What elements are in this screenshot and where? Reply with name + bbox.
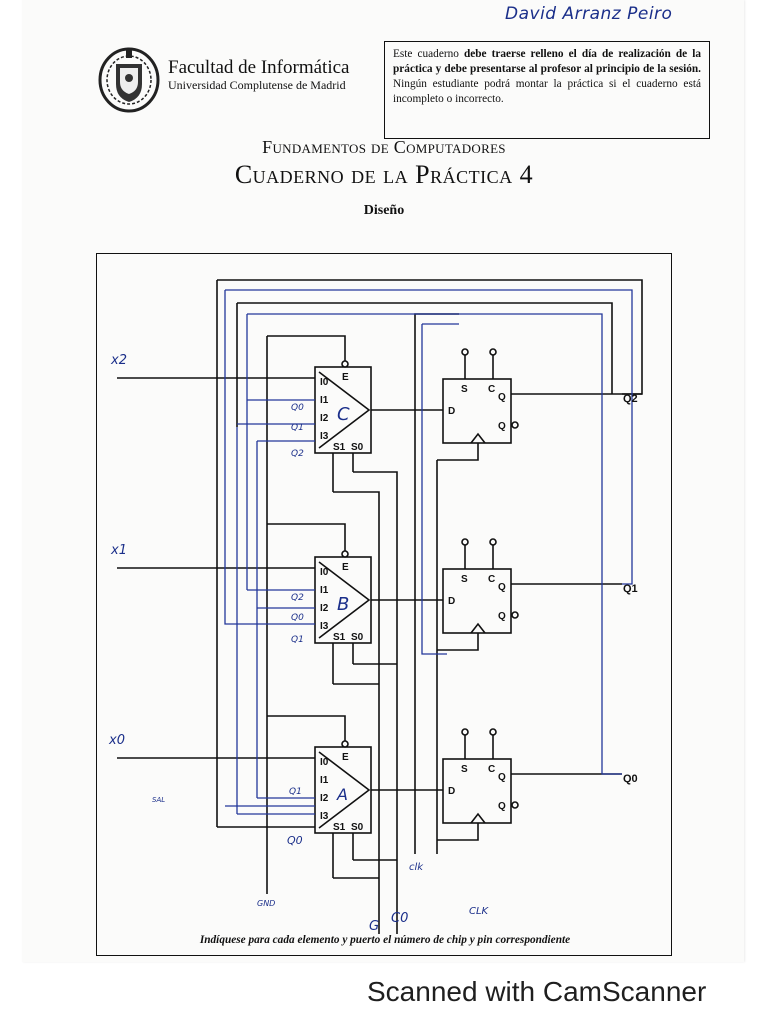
handwritten-clk-label: clk [409,862,424,873]
section-title: Diseño [363,203,405,218]
faculty-name: Facultad de Informática [168,57,350,78]
ff1-pin-q: Q [498,582,506,593]
page-title: Cuaderno de la Práctica 4 [234,160,534,189]
ff0-pin-d: D [448,786,455,797]
notice-box: Este cuaderno debe traerse relleno el dí… [384,41,710,139]
output-q2-label: Q2 [623,393,638,405]
mux-c-pin-e: E [342,372,349,383]
handwritten-clk-bottom-label: CLK [469,906,490,917]
handwritten-g-label: G [369,919,379,934]
handwritten-x2-input: x2 [110,353,127,368]
document-sheet [22,0,744,962]
mux-b-name: B [337,594,349,615]
handwritten-c0-label: C0 [391,911,408,926]
mux-c-name: C [337,404,350,425]
camscanner-watermark: Scanned with CamScanner [367,976,707,1007]
university-seal-logo [98,47,160,113]
handwritten-bot-q1: Q1 [289,787,302,797]
diagram-caption: Indíquese para cada elemento y puerto el… [199,934,571,946]
output-q0-label: Q0 [623,773,638,785]
mux-b-pin-s0: S0 [351,632,364,643]
ff0-pin-s: S [461,764,468,775]
mux-c-pin-s1: S1 [333,442,346,453]
university-name: Universidad Complutense de Madrid [168,78,346,92]
mux-a-pin-s1: S1 [333,822,346,833]
handwritten-top-q1: Q1 [291,423,304,433]
handwritten-sal-note: SAL [152,796,165,804]
mux-a-pin-i2: I2 [320,793,329,804]
ff1-pin-d: D [448,596,455,607]
mux-c-pin-i3: I3 [320,431,329,442]
notice-bold-text: debe traerse relleno el día de realizaci… [393,48,702,75]
handwritten-author-name: David Arranz Peiro [505,4,673,24]
mux-c-pin-i0: I0 [320,377,329,388]
handwritten-mid-q1: Q1 [291,635,304,645]
mux-b-pin-i3: I3 [320,621,329,632]
handwritten-x0-input: x0 [108,733,125,748]
handwritten-bot-q0: Q0 [287,834,303,847]
mux-a-pin-s0: S0 [351,822,364,833]
ff2-pin-s: S [461,384,468,395]
handwritten-top-q0: Q0 [291,403,304,413]
output-q1-label: Q1 [623,583,638,595]
handwritten-x1-input: x1 [110,543,127,558]
ff1-pin-qn: Q [498,611,506,622]
course-name: Fundamentos de Computadores [262,137,506,157]
mux-b-pin-i1: I1 [320,585,329,596]
mux-a-pin-i3: I3 [320,811,329,822]
mux-a-pin-i0: I0 [320,757,329,768]
ff2-pin-c: C [488,384,495,395]
ff0-pin-c: C [488,764,495,775]
ff1-pin-c: C [488,574,495,585]
circuit-diagram: I0 I1 I2 I3 E S1 S0 I0 I1 I2 I3 E S1 S0 … [108,279,643,934]
ff0-pin-q: Q [498,772,506,783]
handwritten-gnd-label: GND [257,899,275,908]
mux-b-pin-s1: S1 [333,632,346,643]
notice-text-end: Ningún estudiante podrá montar la prácti… [393,78,701,105]
mux-b-pin-e: E [342,562,349,573]
mux-b-pin-i2: I2 [320,603,329,614]
mux-a-name: A [336,785,348,804]
handwritten-top-q2: Q2 [291,449,304,459]
ff2-pin-q: Q [498,392,506,403]
mux-b-pin-i0: I0 [320,567,329,578]
ff2-pin-qn: Q [498,421,506,432]
handwritten-mid-q0: Q0 [291,613,304,623]
ff2-pin-d: D [448,406,455,417]
mux-c-pin-s0: S0 [351,442,364,453]
mux-a-pin-i1: I1 [320,775,329,786]
ff1-pin-s: S [461,574,468,585]
mux-a-pin-e: E [342,752,349,763]
ff0-pin-qn: Q [498,801,506,812]
mux-c-pin-i2: I2 [320,413,329,424]
mux-c-pin-i1: I1 [320,395,329,406]
handwritten-mid-q2: Q2 [291,593,304,603]
circuit-diagram-frame: I0 I1 I2 I3 E S1 S0 I0 I1 I2 I3 E S1 S0 … [96,253,672,956]
notice-text: Este cuaderno [393,48,464,60]
